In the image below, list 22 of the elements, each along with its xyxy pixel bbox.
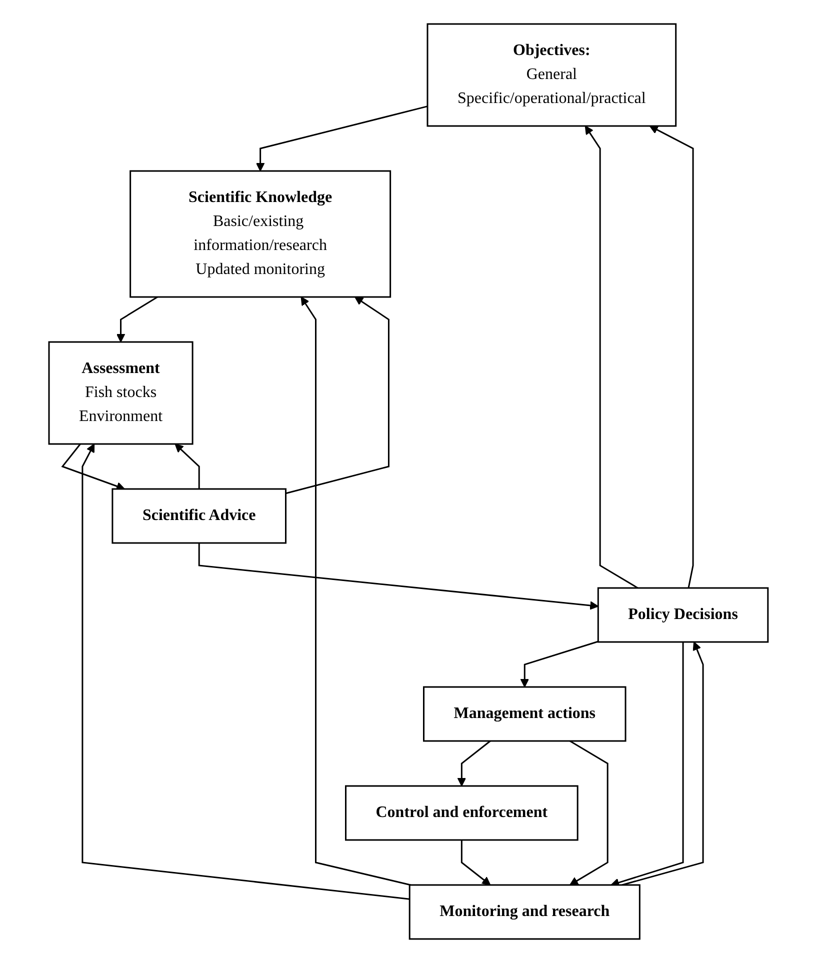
arrow <box>584 125 638 588</box>
node-box: Management actions <box>423 686 626 742</box>
arrow <box>300 296 411 886</box>
arrow <box>256 105 428 171</box>
arrow <box>116 296 158 342</box>
arrow <box>460 839 491 885</box>
node-box: Objectives: General Specific/operational/practical <box>426 22 677 126</box>
node-box: Policy Decisions <box>597 586 769 642</box>
arrow <box>286 296 390 494</box>
arrow <box>649 125 694 588</box>
arrow <box>198 542 599 610</box>
arrow <box>82 443 410 900</box>
arrow <box>520 640 598 687</box>
arrow <box>570 740 608 885</box>
arrow <box>61 443 125 490</box>
arrow <box>174 443 200 488</box>
node-box: Control and enforcement <box>345 784 578 840</box>
node-box: Scientific Knowledge Basic/existing information/research Updated monitoring <box>130 170 392 298</box>
node-box: Scientific Advice <box>112 488 287 544</box>
arrow <box>457 740 491 786</box>
node-box: Monitoring and research <box>408 884 640 940</box>
node-box: Assessment Fish stocks Environment <box>48 340 194 444</box>
